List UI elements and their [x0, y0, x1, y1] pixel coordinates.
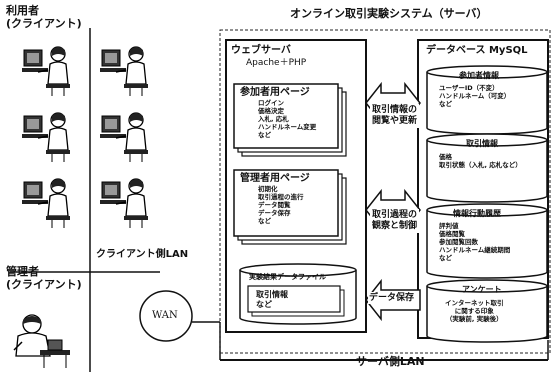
arrow-label-save-data: データ保存	[368, 292, 416, 305]
admin-pages-items: 初期化 取引過程の進行 データ閲覧 データ保存 など	[258, 185, 304, 225]
admin-pages-stack	[233, 169, 347, 245]
system-title: オンライン取引実験システム（サーバ）	[290, 7, 488, 20]
user-at-computer-icon	[100, 44, 154, 96]
user-at-computer-icon	[100, 176, 154, 228]
db-cylinder-participants	[426, 65, 548, 135]
db-behavior-items: 評判値 価格閲覧 参加閲覧回数 ハンドルネーム継続期間 など	[439, 222, 511, 262]
result-files-title: 実験結果データファイル	[249, 273, 326, 281]
arrow-label-browse-update: 取引情報の 閲覧や更新	[370, 104, 420, 128]
participant-pages-items: ログイン 価格決定 入札, 応札 ハンドルネーム変更 など	[258, 99, 317, 139]
server-lan-label: サーバ側LAN	[356, 355, 425, 368]
participant-pages-stack	[233, 83, 347, 157]
user-at-computer-icon	[22, 110, 76, 162]
result-files-drum	[239, 263, 357, 325]
db-cylinder-survey	[426, 279, 548, 343]
participant-pages-title: 参加者用ページ	[240, 87, 310, 98]
db-trades-items: 価格 取引状態（入札, 応札など）	[439, 153, 522, 169]
arrow-label-observe-control: 取引過程の 観察と制御	[370, 209, 420, 233]
result-files-items: 取引情報 など	[256, 290, 288, 309]
admin-at-desk-icon	[10, 310, 72, 368]
admin-pages-title: 管理者用ページ	[240, 173, 310, 184]
db-participants-items: ユーザーID（不変） ハンドルネーム（可変） など	[439, 84, 511, 108]
user-at-computer-icon	[22, 176, 76, 228]
database-title: データベース MySQL	[426, 45, 528, 56]
web-server-title: ウェブサーバ	[231, 45, 291, 56]
db-survey-items: インターネット取引 に関する印象 （実験前, 実験後）	[445, 299, 504, 323]
db-cylinder-behavior	[426, 203, 548, 279]
wan-cloud	[139, 290, 193, 342]
system-frame	[219, 29, 551, 354]
admin-label: 管理者 (クライアント)	[6, 265, 82, 292]
web-server-subtitle: Apache＋PHP	[246, 58, 307, 68]
db-trades-title: 取引情報	[466, 139, 498, 148]
wan-label: WAN	[152, 310, 178, 321]
db-participants-title: 参加者情報	[459, 71, 499, 80]
client-lan-label: クライアント側LAN	[96, 249, 189, 260]
db-cylinder-trades	[426, 133, 548, 203]
user-at-computer-icon	[100, 110, 154, 162]
users-label: 利用者 (クライアント)	[6, 4, 82, 31]
user-at-computer-icon	[22, 44, 76, 96]
db-behavior-title: 情報行動履歴	[453, 209, 501, 218]
db-survey-title: アンケート	[462, 285, 502, 294]
